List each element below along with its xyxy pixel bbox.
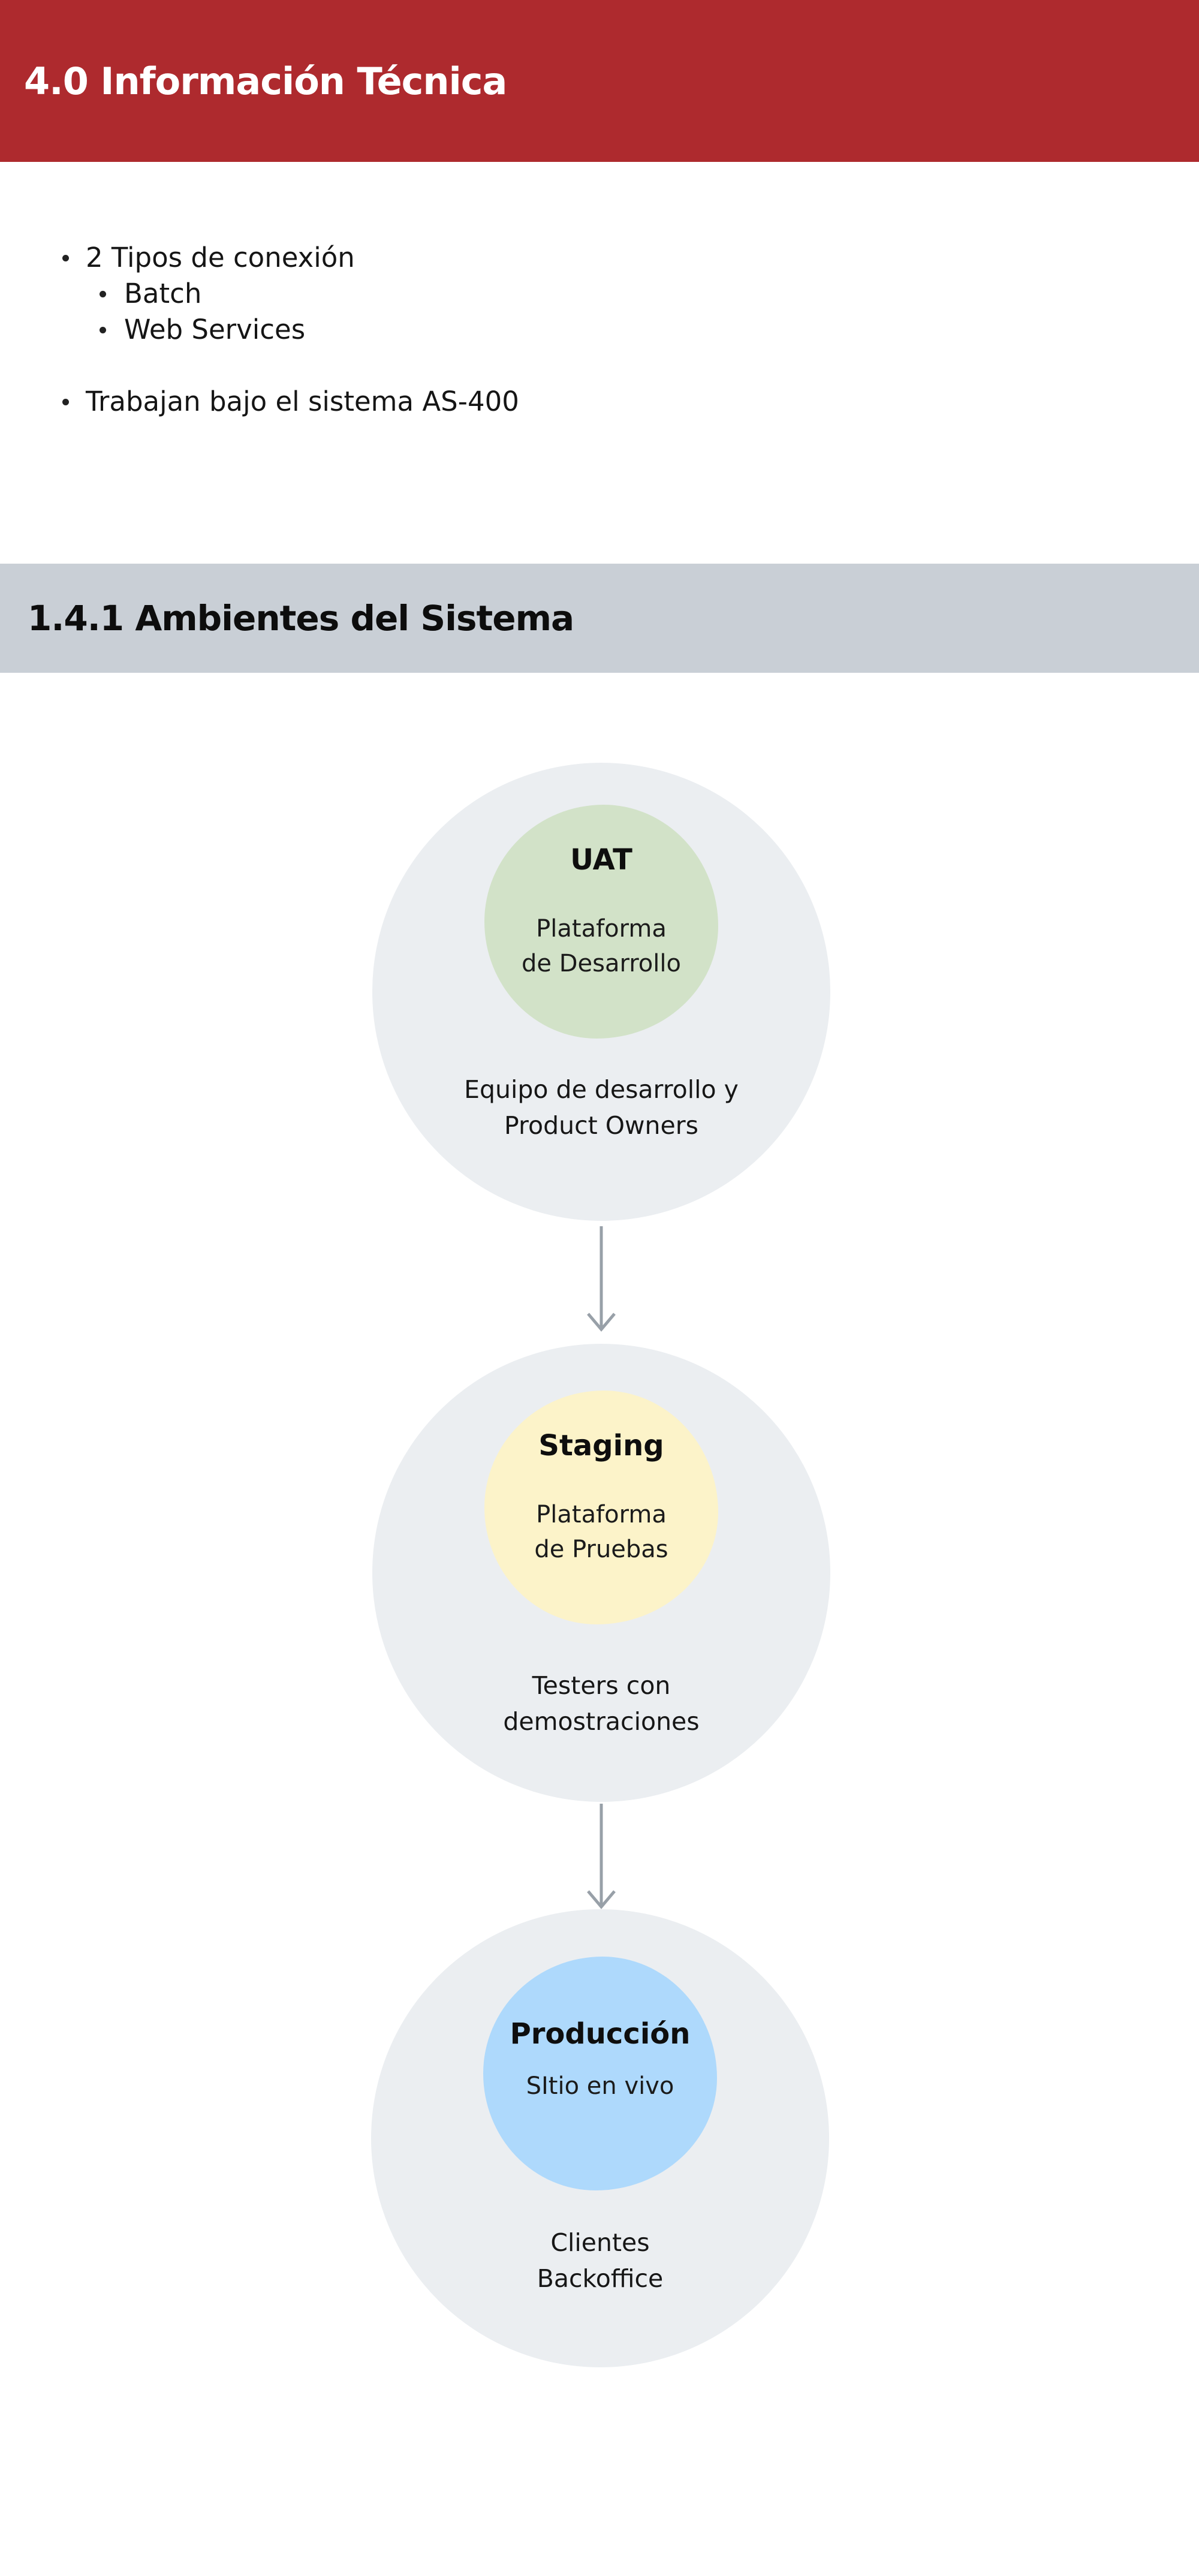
list-subitem: Batch xyxy=(0,276,1079,312)
stage-inner-circle: UAT Plataforma de Desarrollo xyxy=(484,805,718,1039)
stage-name: Staging xyxy=(538,1429,664,1462)
stage-inner-circle: Producción SItio en vivo xyxy=(483,1957,717,2190)
stage-name: Producción xyxy=(510,2017,691,2051)
list-item-text: Batch xyxy=(124,278,202,309)
diagram-stage-staging: Staging Plataforma de Pruebas Testers co… xyxy=(372,1344,830,1802)
diagram-stage-produccion: Producción SItio en vivo Clientes Backof… xyxy=(371,1909,829,2367)
stage-subtitle-line: Plataforma xyxy=(536,1501,667,1528)
stage-subtitle: Plataforma de Pruebas xyxy=(484,1497,718,1567)
bullet-dot-icon xyxy=(100,327,106,333)
stage-audience-caption: Clientes Backoffice xyxy=(371,2225,829,2297)
list-item: 2 Tipos de conexión xyxy=(0,240,1079,276)
diagram-stage-uat: UAT Plataforma de Desarrollo Equipo de d… xyxy=(372,763,830,1221)
arrow-down-icon xyxy=(583,1802,619,1913)
stage-caption-line: Testers con xyxy=(532,1671,671,1700)
bullet-list: 2 Tipos de conexión Batch Web Services T… xyxy=(0,240,1079,420)
bullet-dot-icon xyxy=(100,291,106,297)
stage-caption-line: Clientes xyxy=(550,2228,650,2257)
stage-subtitle-line: de Desarrollo xyxy=(522,950,681,977)
stage-caption-line: demostraciones xyxy=(503,1707,700,1736)
stage-caption-line: Backoffice xyxy=(537,2264,664,2293)
stage-name: UAT xyxy=(570,843,632,877)
stage-inner-circle: Staging Plataforma de Pruebas xyxy=(484,1391,718,1624)
stage-subtitle: SItio en vivo xyxy=(483,2069,717,2103)
subsection-title: 1.4.1 Ambientes del Sistema xyxy=(28,598,574,639)
list-item: Trabajan bajo el sistema AS-400 xyxy=(0,384,1079,420)
list-subitem: Web Services xyxy=(0,312,1079,348)
stage-audience-caption: Testers con demostraciones xyxy=(372,1668,830,1740)
list-item-text: Trabajan bajo el sistema AS-400 xyxy=(86,386,519,417)
stage-subtitle-line: SItio en vivo xyxy=(526,2072,674,2100)
section-header-banner: 4.0 Información Técnica xyxy=(0,0,1199,162)
arrow-down-icon xyxy=(583,1225,619,1336)
list-item-text: Web Services xyxy=(124,314,306,345)
stage-audience-caption: Equipo de desarrollo y Product Owners xyxy=(372,1072,830,1143)
bullet-dot-icon xyxy=(62,255,69,261)
stage-subtitle-line: Plataforma xyxy=(536,915,667,943)
stage-caption-line: Product Owners xyxy=(504,1111,698,1140)
stage-subtitle-line: de Pruebas xyxy=(534,1536,668,1563)
list-item-text: 2 Tipos de conexión xyxy=(86,242,355,273)
stage-subtitle: Plataforma de Desarrollo xyxy=(484,911,718,981)
subsection-header-banner: 1.4.1 Ambientes del Sistema xyxy=(0,564,1199,673)
stage-caption-line: Equipo de desarrollo y xyxy=(464,1075,739,1104)
section-title: 4.0 Información Técnica xyxy=(24,59,507,103)
bullet-dot-icon xyxy=(62,399,69,405)
